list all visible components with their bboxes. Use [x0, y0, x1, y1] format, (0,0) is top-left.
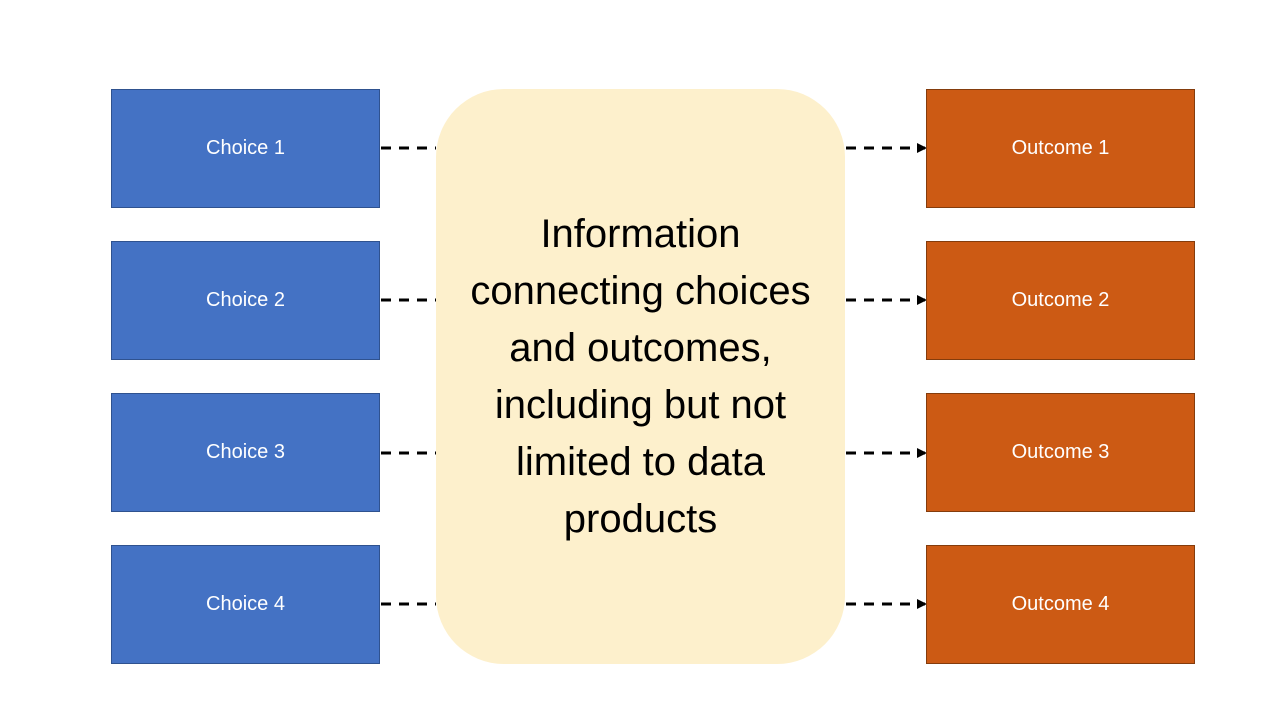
outcome-label: Outcome 2: [1011, 289, 1110, 311]
choice-box-3: Choice 3: [111, 393, 380, 512]
outcome-label: Outcome 1: [1011, 137, 1110, 159]
choice-label: Choice 2: [206, 289, 285, 311]
information-text: Information connecting choices and outco…: [470, 211, 811, 541]
choice-label: Choice 4: [206, 593, 285, 615]
outcome-label: Outcome 4: [1011, 593, 1110, 615]
outcome-box-1: Outcome 1: [926, 89, 1195, 208]
choice-box-1: Choice 1: [111, 89, 380, 208]
information-box: Information connecting choices and outco…: [436, 89, 845, 664]
outcome-label: Outcome 3: [1011, 441, 1110, 463]
choice-box-4: Choice 4: [111, 545, 380, 664]
choice-label: Choice 3: [206, 441, 285, 463]
outcome-box-2: Outcome 2: [926, 241, 1195, 360]
choice-label: Choice 1: [206, 137, 285, 159]
outcome-box-3: Outcome 3: [926, 393, 1195, 512]
choice-box-2: Choice 2: [111, 241, 380, 360]
outcome-box-4: Outcome 4: [926, 545, 1195, 664]
